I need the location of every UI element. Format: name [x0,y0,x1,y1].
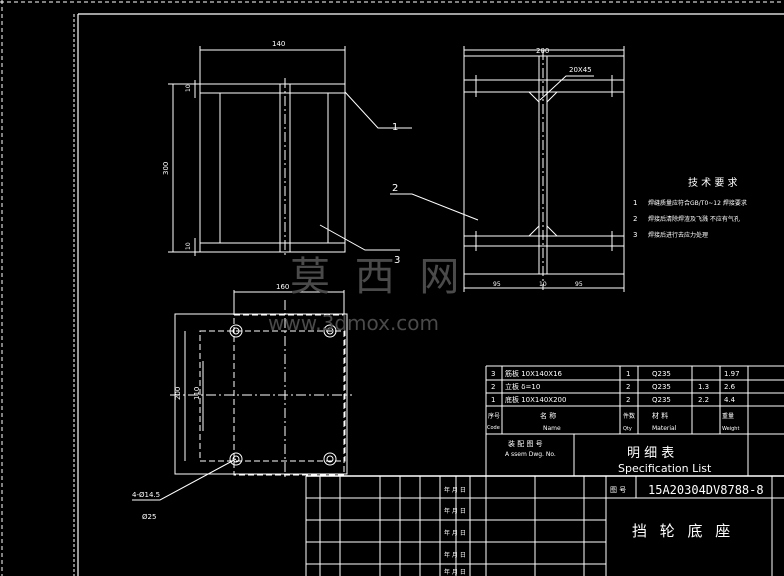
pl-hdr-name: 名 称 [540,411,556,420]
plan-hole-sub: Ø25 [142,513,156,521]
pl-row1-w2: 4.4 [724,396,736,404]
pl-hdr-qty-en: Qty [623,426,632,432]
pl-row3-name: 筋板 10X140X16 [505,369,563,378]
tb-drawing-no-label: 图 号 [610,486,626,494]
spec-title: 明 细 表 [627,446,674,461]
tech-req-num-1: 1 [633,199,637,207]
pl-hdr-material-en: Material [652,425,677,432]
leader-3 [319,224,400,251]
side-width-dim: 200 [536,47,549,55]
side-chamfer [546,91,558,103]
side-chamfer [528,225,540,237]
plan-hole-tr-inner [326,327,334,335]
plan-height-dim: 200 [174,387,182,400]
side-view [390,46,625,292]
front-outline [199,83,346,253]
tech-req-text-3: 焊接后进行去应力处理 [648,231,708,239]
tb-sign-row-4: 年 月 日 [444,551,466,559]
tb-sign-row-1: 年 月 日 [444,486,466,494]
pl-hdr-no: 序号 [488,412,500,420]
side-web-dim: 10 [539,281,547,288]
pl-row2-name: 立板 δ=10 [505,382,540,391]
front-bottom-thk-dim: 10 [185,242,192,250]
plan-hole-tl [229,324,243,338]
pl-row2-w1: 1.3 [698,383,709,391]
front-width-dim: 140 [272,40,285,48]
pl-hdr-no-en: Code [487,425,500,431]
leader-1 [344,91,412,129]
tech-req-num-2: 2 [633,215,637,223]
side-left-dim: 95 [493,281,501,288]
pl-row3-no: 3 [491,370,495,378]
side-right-dim: 95 [575,281,583,288]
tech-req-text-2: 焊接后清除焊渣及飞溅 不应有气孔 [648,215,740,223]
side-chamfer [528,91,540,103]
pl-row1-w1: 2.2 [698,396,709,404]
pl-row1-qty: 2 [626,396,630,404]
tech-req-num-3: 3 [633,231,637,239]
pl-row1-name: 底板 10X140X200 [505,395,566,404]
pl-row1-no: 1 [491,396,495,404]
leader-2 [390,193,479,221]
pl-row3-material: Q235 [652,370,671,378]
watermark-cn: 莫 西 网 [290,254,465,300]
pl-row2-qty: 2 [626,383,630,391]
watermark-url: www.3dmox.com [268,311,439,335]
front-view [168,46,412,258]
pl-row2-w2: 2.6 [724,383,736,391]
pl-hdr-material: 材 料 [652,411,668,420]
pl-row2-no: 2 [491,383,495,391]
leader-hole [132,458,237,501]
pl-hdr-qty: 件数 [623,412,635,420]
pl-row3-qty: 1 [626,370,630,378]
side-outline [463,55,625,275]
tb-sign-row-5: 年 月 日 [444,568,466,576]
side-chamfer [546,225,558,237]
tech-req-text-1: 焊缝质量应符合GB/T0~12 焊接要求 [648,199,747,207]
pl-hdr-weight: 重量 [722,412,734,420]
pl-drawing-ref-en: A ssem Dwg. No. [505,451,556,458]
plan-view [132,290,352,501]
pl-hdr-name-en: Name [543,425,561,432]
plan-hole-note: 4-Ø14.5 [132,491,160,499]
side-chamfer-label: 20X45 [569,66,592,74]
pl-row3-w2: 1.97 [724,370,740,378]
pl-row2-material: Q235 [652,383,671,391]
leader-chamfer [539,75,594,101]
plan-outline [174,313,348,475]
callout-1: 1 [392,122,398,133]
pl-row1-material: Q235 [652,396,671,404]
title-block-grid [305,476,784,576]
plan-hole-bl [229,452,243,466]
tb-title: 挡 轮 底 座 [632,522,734,540]
callout-2: 2 [392,183,398,194]
pl-hdr-weight-en: Weight [722,426,739,432]
tb-drawing-no: 15A20304DV8788-8 [648,483,764,497]
plan-hole-tr [323,324,337,338]
plan-hole-tl-inner [232,327,240,335]
front-height-dim: 300 [162,162,170,175]
plan-hole-br [323,452,337,466]
callout-3: 3 [394,255,400,266]
plan-inner [199,330,346,462]
spec-title-en: Specification List [618,462,712,475]
tb-sign-row-2: 年 月 日 [444,507,466,515]
tb-sign-row-3: 年 月 日 [444,529,466,537]
tech-req-title: 技 术 要 求 [688,176,738,189]
parts-list-grid [306,365,784,477]
pl-drawing-ref: 装 配 图 号 [508,439,543,448]
plan-inner-dim: 110 [193,387,201,400]
plan-hole-bl-inner [232,455,240,463]
plan-top-dim: 160 [276,283,289,291]
plan-hole-br-inner [326,455,334,463]
front-top-thk-dim: 10 [185,84,192,92]
